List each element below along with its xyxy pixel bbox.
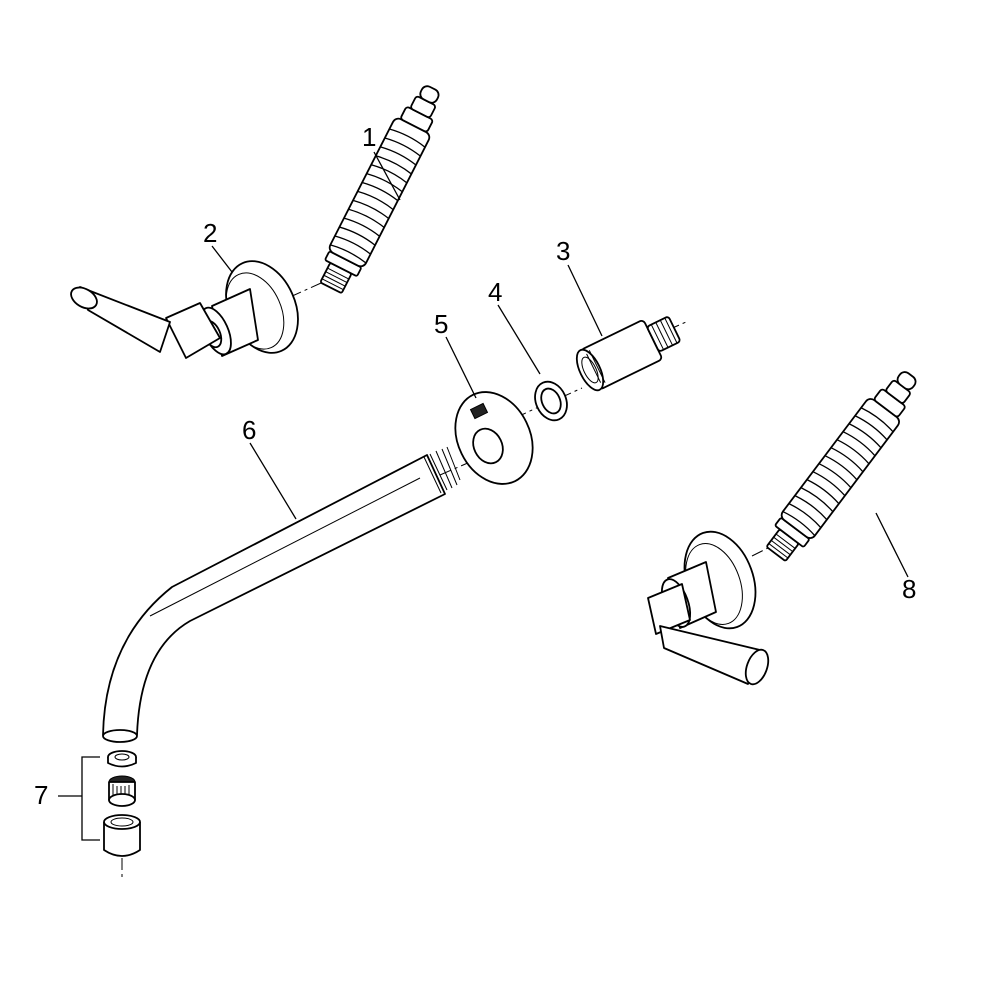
spout-rosette (454, 391, 534, 485)
spout (102, 446, 461, 743)
callout-5: 5 (434, 309, 448, 339)
callout-2: 2 (203, 218, 217, 248)
aerator-housing (103, 814, 141, 857)
callout-7: 7 (34, 780, 48, 810)
aerator-washer (107, 750, 137, 768)
threaded-adapter (575, 316, 681, 392)
aerator-set (81, 750, 141, 857)
lever-handle-upper (70, 260, 299, 359)
cartridge-upper (320, 85, 440, 294)
callout-4: 4 (488, 277, 502, 307)
cartridge-lower (766, 371, 917, 562)
leader-lines (58, 151, 909, 797)
callout-6: 6 (242, 415, 256, 445)
callout-1: 1 (362, 122, 376, 152)
callout-8: 8 (902, 574, 916, 604)
callout-3: 3 (556, 236, 570, 266)
lever-handle-lower (647, 530, 770, 686)
aerator-insert (108, 775, 136, 807)
o-ring (534, 380, 568, 422)
callout-labels: 1 2 3 4 5 6 7 8 (34, 122, 916, 810)
spout-thread (423, 446, 461, 494)
